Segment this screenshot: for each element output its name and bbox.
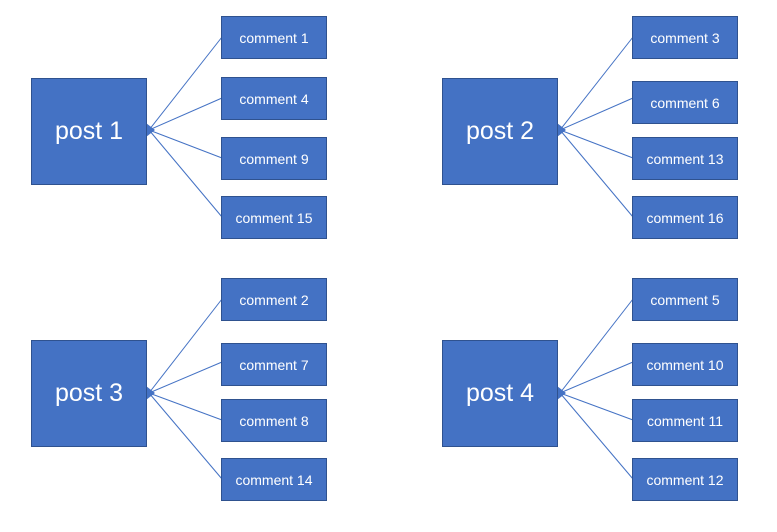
- comment-box[interactable]: comment 11: [632, 399, 738, 442]
- comment-box[interactable]: comment 9: [221, 137, 327, 180]
- connector-post-1-comment-4: [148, 97, 223, 131]
- comment-box[interactable]: comment 1: [221, 16, 327, 59]
- connector-post-2-comment-3: [559, 36, 634, 131]
- post-3-box[interactable]: post 3: [31, 340, 147, 447]
- comment-box[interactable]: comment 14: [221, 458, 327, 501]
- connector-post-3-comment-14: [148, 392, 223, 480]
- connector-hub-post-2: [557, 123, 566, 137]
- comment-box[interactable]: comment 3: [632, 16, 738, 59]
- connector-post-4-comment-10: [559, 361, 634, 394]
- connector-post-1-comment-9: [148, 129, 223, 159]
- group-3-connectors: [146, 298, 223, 480]
- group-2-connectors: [557, 36, 634, 218]
- connector-post-4-comment-5: [559, 298, 634, 394]
- post-2-box[interactable]: post 2: [442, 78, 558, 185]
- comment-box[interactable]: comment 5: [632, 278, 738, 321]
- comment-box[interactable]: comment 8: [221, 399, 327, 442]
- comment-box[interactable]: comment 6: [632, 81, 738, 124]
- connector-post-3-comment-7: [148, 361, 223, 394]
- connector-hub-post-3: [146, 386, 155, 400]
- connector-post-4-comment-12: [559, 392, 634, 480]
- comment-box[interactable]: comment 2: [221, 278, 327, 321]
- connector-hub-post-4: [557, 386, 566, 400]
- connector-post-3-comment-2: [148, 298, 223, 394]
- connector-post-1-comment-1: [148, 36, 223, 131]
- connector-post-4-comment-11: [559, 392, 634, 421]
- post-4-box[interactable]: post 4: [442, 340, 558, 447]
- connector-post-2-comment-13: [559, 129, 634, 159]
- group-4-connectors: [557, 298, 634, 480]
- comment-box[interactable]: comment 4: [221, 77, 327, 120]
- comment-box[interactable]: comment 16: [632, 196, 738, 239]
- connector-post-1-comment-15: [148, 129, 223, 218]
- connector-post-2-comment-16: [559, 129, 634, 218]
- comment-box[interactable]: comment 10: [632, 343, 738, 386]
- connector-hub-post-1: [146, 123, 155, 137]
- comment-box[interactable]: comment 15: [221, 196, 327, 239]
- group-1-connectors: [146, 36, 223, 218]
- connector-post-3-comment-8: [148, 392, 223, 421]
- comment-box[interactable]: comment 12: [632, 458, 738, 501]
- post-1-box[interactable]: post 1: [31, 78, 147, 185]
- comment-box[interactable]: comment 13: [632, 137, 738, 180]
- comment-box[interactable]: comment 7: [221, 343, 327, 386]
- connector-post-2-comment-6: [559, 97, 634, 131]
